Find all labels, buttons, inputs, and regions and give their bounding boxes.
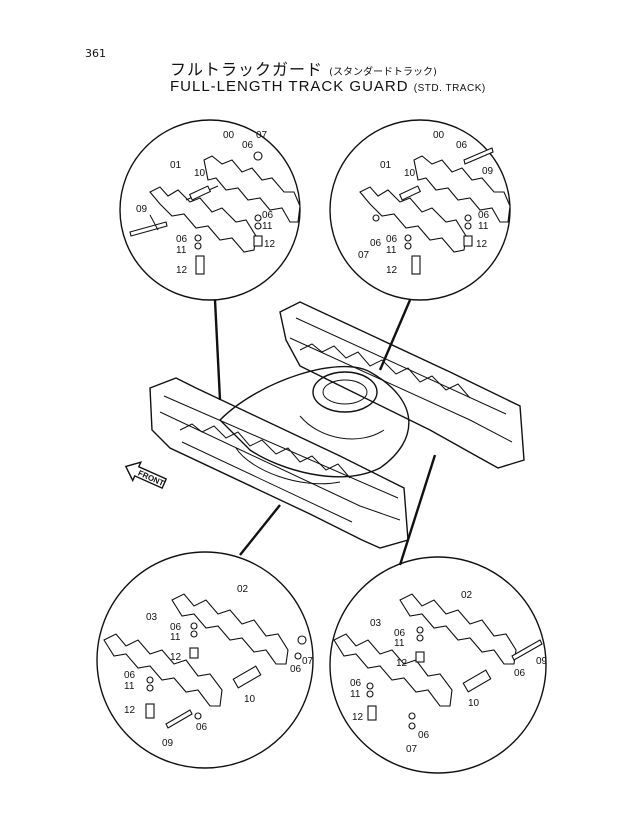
callout-label: 11 — [262, 221, 273, 232]
front-label: FRONT — [137, 468, 166, 487]
callout-label: 11 — [386, 245, 397, 256]
callout-label: 06 — [514, 668, 526, 679]
callout-label: 11 — [176, 245, 187, 256]
callout-label: 06 — [290, 664, 302, 675]
callouts-top-right: 00 06 09 01 10 06 11 06 07 06 11 12 12 — [358, 130, 494, 276]
callout-label: 09 — [482, 166, 494, 177]
detail-circle-bottom-left — [96, 551, 314, 769]
leader-line-top-left — [213, 299, 222, 401]
callout-label: 06 — [386, 234, 398, 245]
front-direction-arrow: FRONT — [124, 461, 168, 490]
leader-line-top-right — [378, 299, 412, 371]
callout-label: 10 — [468, 698, 480, 709]
leader-line-bottom-left — [239, 504, 281, 556]
callout-label: 10 — [404, 168, 416, 179]
callout-label: 07 — [358, 250, 370, 261]
detail-circle-top-right — [329, 119, 511, 301]
callout-label: 02 — [461, 590, 473, 601]
callout-label: 03 — [370, 618, 382, 629]
callout-label: 12 — [124, 705, 136, 716]
callout-label: 10 — [194, 168, 206, 179]
callout-label: 10 — [244, 694, 256, 705]
callout-label: 06 — [418, 730, 430, 741]
callout-label: 12 — [396, 658, 408, 669]
callout-label: 02 — [237, 584, 249, 595]
callout-label: 00 — [223, 130, 235, 141]
callout-label: 11 — [170, 632, 181, 643]
undercarriage-assembly — [149, 301, 525, 549]
callout-label: 06 — [124, 670, 136, 681]
callout-label: 06 — [456, 140, 468, 151]
callout-label: 12 — [176, 265, 188, 276]
callout-label: 06 — [242, 140, 254, 151]
callout-label: 09 — [162, 738, 174, 749]
callout-label: 01 — [380, 160, 392, 171]
callout-label: 09 — [136, 204, 148, 215]
callout-label: 11 — [124, 681, 135, 692]
callout-label: 11 — [394, 638, 405, 649]
callout-label: 12 — [352, 712, 364, 723]
page-number: 361 — [85, 47, 106, 60]
callout-label: 11 — [478, 221, 489, 232]
title-japanese-sub: (スタンダードトラック) — [329, 67, 437, 78]
title-english: FULL-LENGTH TRACK GUARD (STD. TRACK) — [170, 78, 486, 95]
callout-label: 06 — [262, 210, 274, 221]
callout-label: 06 — [170, 622, 182, 633]
callout-label: 00 — [433, 130, 445, 141]
callouts-bottom-right: 02 03 06 11 09 12 06 06 11 10 12 06 07 — [350, 590, 548, 755]
callout-label: 06 — [370, 238, 382, 249]
callout-label: 03 — [146, 612, 158, 623]
callouts-top-left: 00 07 06 01 10 09 06 11 06 11 12 12 — [136, 130, 276, 276]
detail-circle-top-left — [119, 119, 301, 301]
callouts-bottom-left: 02 03 06 11 12 07 06 06 11 10 12 09 06 — [124, 584, 314, 749]
callout-label: 06 — [478, 210, 490, 221]
callout-label: 12 — [170, 652, 182, 663]
callout-label: 06 — [350, 678, 362, 689]
leader-line-bottom-right — [398, 454, 437, 566]
title-english-main: FULL-LENGTH TRACK GUARD — [170, 78, 409, 95]
detail-circle-bottom-right — [329, 556, 547, 774]
callout-label: 06 — [196, 722, 208, 733]
callout-label: 12 — [386, 265, 398, 276]
callout-label: 12 — [264, 239, 276, 250]
title-japanese-main: フルトラックガード — [170, 60, 324, 79]
callout-label: 09 — [536, 656, 548, 667]
title-english-sub: (STD. TRACK) — [413, 83, 486, 94]
callout-label: 07 — [406, 744, 418, 755]
callout-label: 12 — [476, 239, 488, 250]
callout-label: 11 — [350, 689, 361, 700]
callout-label: 06 — [176, 234, 188, 245]
title-japanese: フルトラックガード (スタンダードトラック) — [170, 56, 437, 80]
callout-label: 06 — [394, 628, 406, 639]
callout-label: 07 — [256, 130, 268, 141]
callout-label: 07 — [302, 656, 314, 667]
callout-label: 01 — [170, 160, 182, 171]
